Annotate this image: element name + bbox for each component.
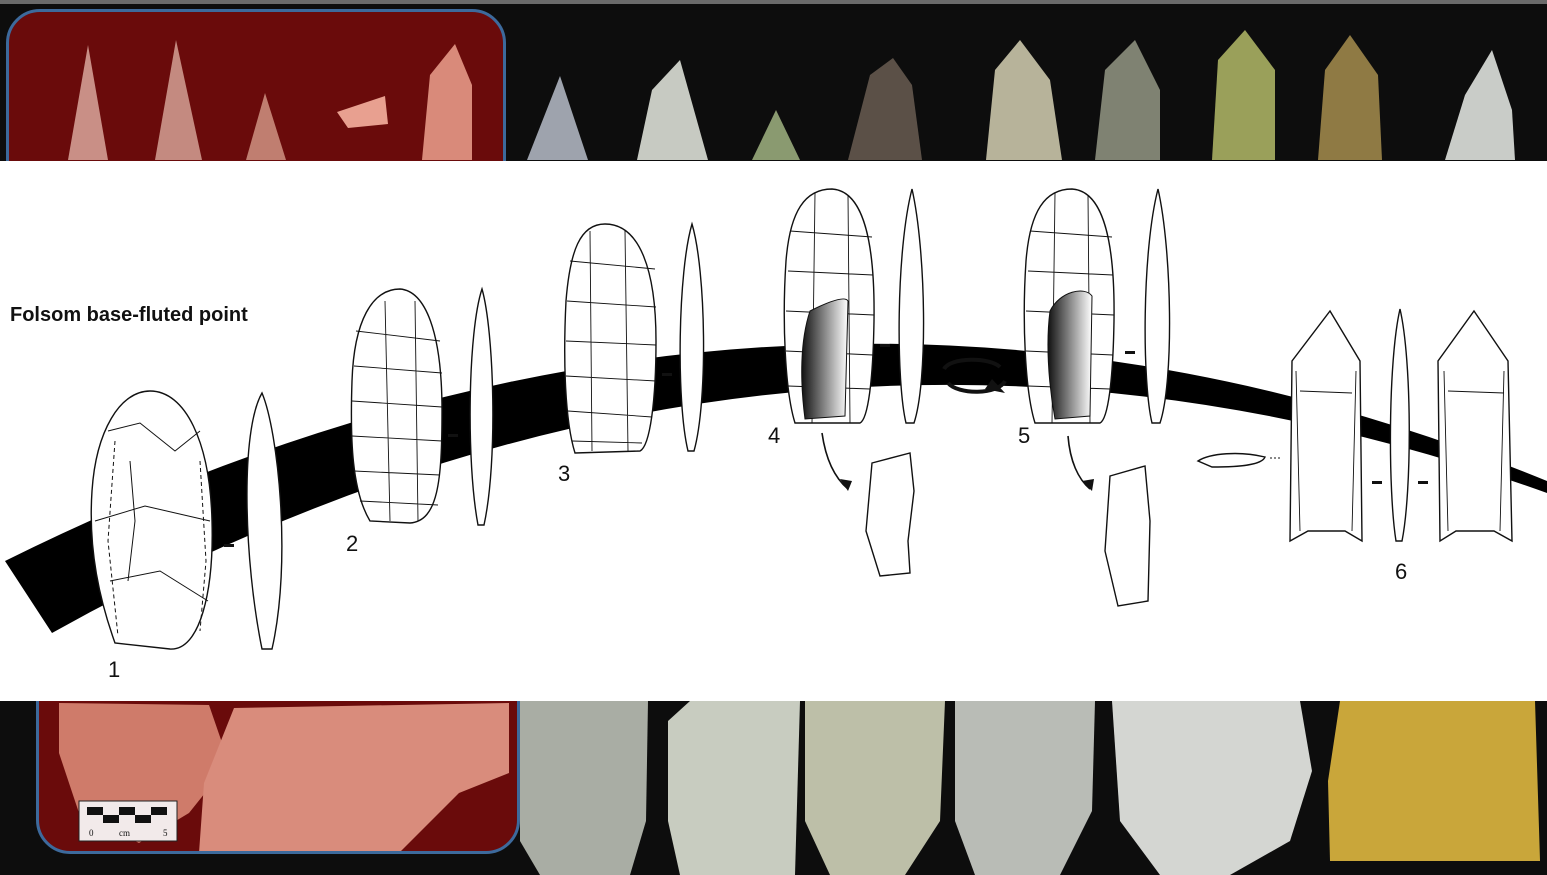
stage-label-3: 3 xyxy=(558,461,570,487)
scale-bar-zero: 0 xyxy=(89,828,94,838)
artifact-photo xyxy=(337,96,388,128)
stage-3-preform xyxy=(565,224,656,453)
stage-3-profile xyxy=(680,224,703,451)
artifact-photo xyxy=(668,701,800,875)
artifact-photo xyxy=(199,703,509,851)
stage-6-point-face-b xyxy=(1438,311,1512,541)
stage-1-preform xyxy=(91,391,212,649)
artifact-photo xyxy=(1212,30,1275,160)
stage-4-profile xyxy=(899,189,923,423)
artifact-photo xyxy=(1095,40,1160,160)
artifact-photo xyxy=(1318,35,1382,160)
stage-label-4: 4 xyxy=(768,423,780,449)
stage-4-channel-flake xyxy=(866,453,914,576)
stage-2-preform xyxy=(351,289,442,523)
stage-1-profile xyxy=(247,393,282,649)
top-artifact-photos xyxy=(0,0,1547,161)
scale-bar-unit: cm xyxy=(119,828,130,838)
artifact-photo xyxy=(1445,50,1515,160)
artifact-photo xyxy=(68,45,108,160)
stage-6-dash-b xyxy=(1418,481,1428,484)
artifact-photo xyxy=(805,701,945,875)
stage-1-dash xyxy=(224,544,234,547)
artifact-photo xyxy=(848,58,922,160)
artifact-photo xyxy=(527,76,588,160)
stage-5-profile xyxy=(1145,189,1169,423)
stage-label-5: 5 xyxy=(1018,423,1030,449)
stage-6-point-face-a xyxy=(1290,311,1362,541)
stage-2-dash xyxy=(448,434,458,437)
stage-label-1: 1 xyxy=(108,657,120,683)
scale-bar-five: 5 xyxy=(163,828,168,838)
stage-5-flute-scar xyxy=(1048,291,1092,419)
artifact-photo xyxy=(422,44,472,160)
stage-label-2: 2 xyxy=(346,531,358,557)
artifact-photo xyxy=(1112,701,1312,875)
diagram-panel: Folsom base-fluted point xyxy=(0,161,1547,701)
stage-4-dash xyxy=(880,344,890,347)
artifact-photo xyxy=(986,40,1062,160)
stage-4-flute-scar xyxy=(802,299,848,419)
stage-4-arrowhead xyxy=(840,479,852,491)
artifact-photo xyxy=(955,701,1095,875)
artifact-photo xyxy=(637,60,708,160)
stage-3-dash xyxy=(662,373,672,376)
stage-2-profile xyxy=(470,289,493,525)
artifact-photo xyxy=(752,110,800,160)
stage-6-dash-a xyxy=(1372,481,1382,484)
scale-bar: 0 cm 5 xyxy=(79,801,177,841)
stage-6-cross-section xyxy=(1198,454,1265,467)
stage-5-channel-flake xyxy=(1105,466,1150,606)
stage-6-profile xyxy=(1390,309,1409,541)
artifact-photo xyxy=(520,701,648,875)
artifact-photo xyxy=(1328,701,1540,861)
stage-5-arrowhead xyxy=(1082,479,1094,491)
artifact-photo xyxy=(155,40,202,160)
top-photo-strip xyxy=(0,0,1547,161)
stage-5-dash xyxy=(1125,351,1135,354)
artifact-photo xyxy=(246,93,286,160)
stage-label-6: 6 xyxy=(1395,559,1407,585)
